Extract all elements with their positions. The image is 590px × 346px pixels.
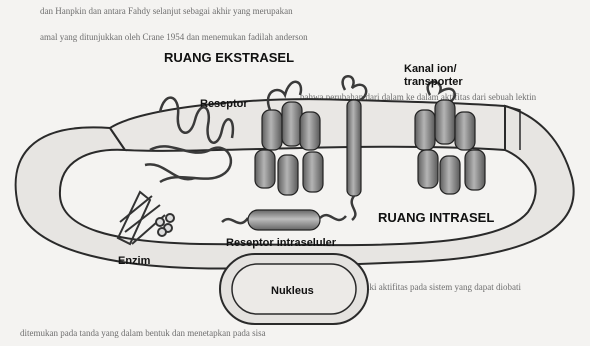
label-transporter: transporter [404, 76, 463, 88]
label-enzim: Enzim [118, 255, 151, 267]
receptor-rod [347, 100, 361, 220]
label-ruang-intrasel: RUANG INTRASEL [378, 210, 494, 225]
background-text-line-5: ditemukan pada tanda yang dalam bentuk d… [20, 328, 266, 338]
enzyme-structure [118, 192, 174, 244]
intracellular-receptor [222, 210, 346, 230]
background-text-line-2: amal yang ditunjukkan oleh Crane 1954 da… [40, 32, 308, 42]
label-ruang-ekstrasel: RUANG EKSTRASEL [164, 50, 294, 65]
label-kanal-ion: Kanal ion/ [404, 63, 457, 75]
background-text-line-1: dan Hanpkin dan antara Fahdy selanjut se… [40, 6, 293, 16]
label-reseptor: Reseptor [200, 98, 248, 110]
label-reseptor-intraseluler: Reseptor intraseluler [226, 237, 337, 249]
label-nukleus: Nukleus [271, 285, 314, 297]
